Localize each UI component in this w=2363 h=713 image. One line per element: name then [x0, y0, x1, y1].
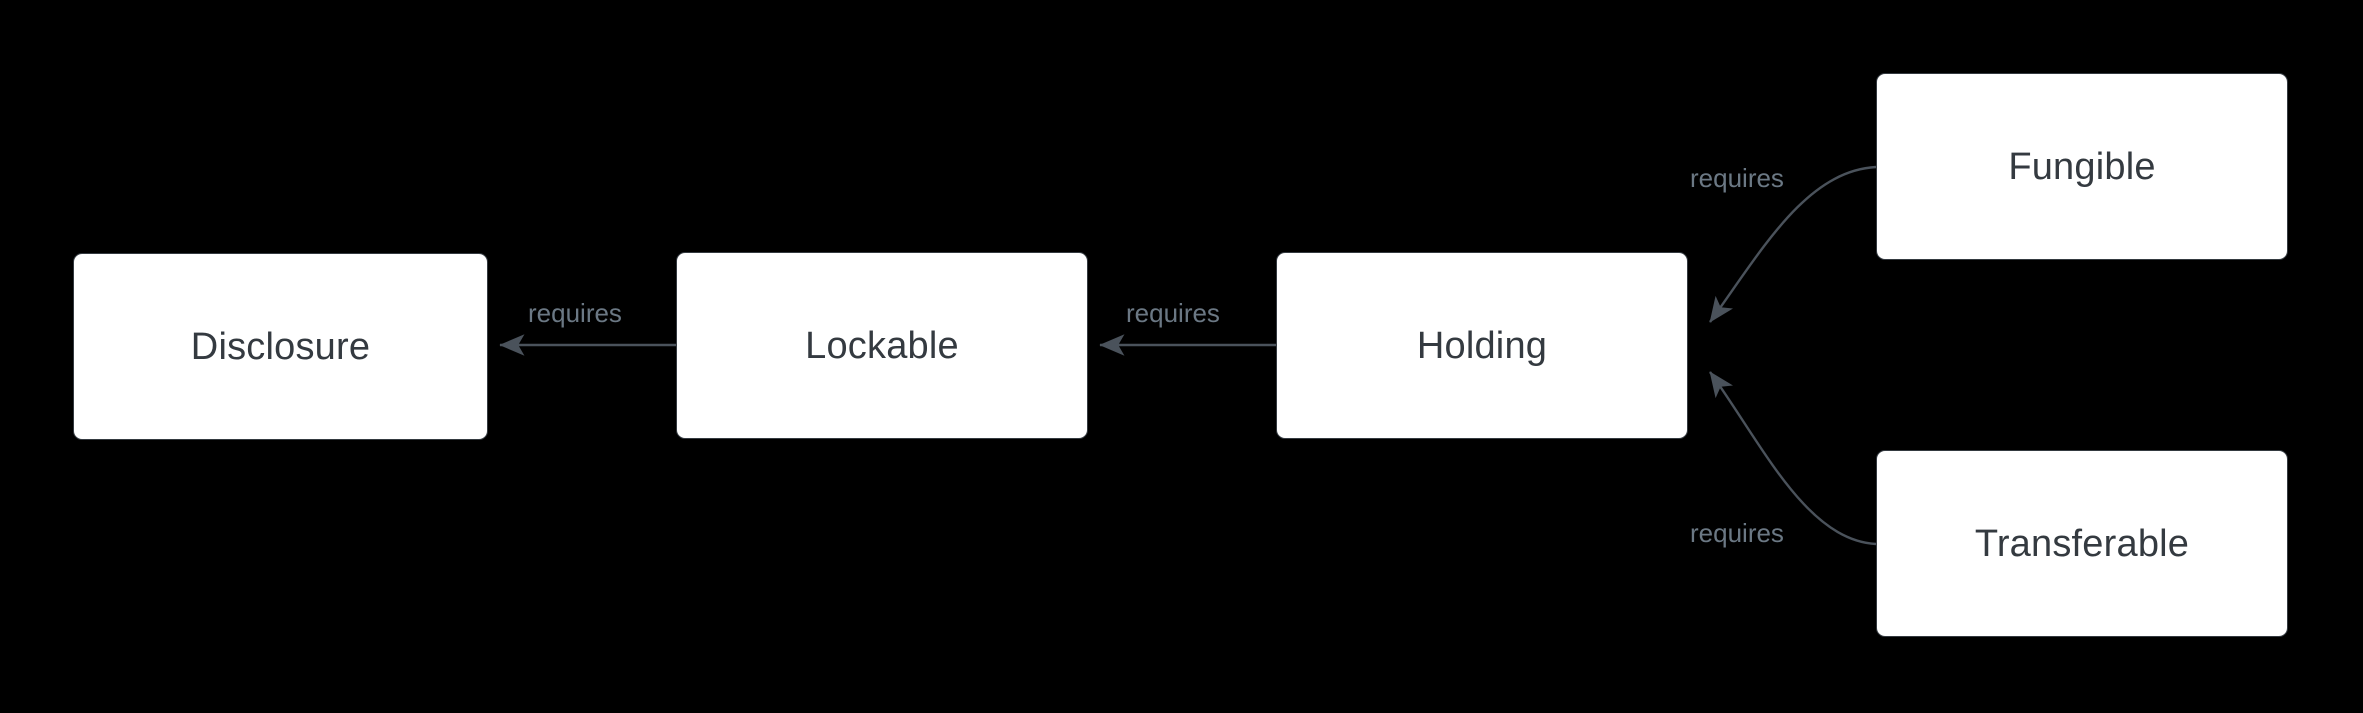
node-label-holding: Holding	[1416, 324, 1548, 367]
edge-label-lockable-requires-disclosure: requires	[528, 298, 622, 328]
node-label-fungible: Fungible	[2008, 145, 2156, 188]
node-label-disclosure: Disclosure	[190, 325, 371, 368]
edge-label-transferable-requires-holding: requires	[1690, 518, 1784, 548]
node-lockable[interactable]: Lockable	[676, 252, 1088, 439]
edge-label-fungible-requires-holding: requires	[1690, 163, 1784, 193]
node-holding[interactable]: Holding	[1276, 252, 1688, 439]
node-label-lockable: Lockable	[805, 324, 959, 367]
edge-label-holding-requires-lockable: requires	[1126, 298, 1220, 328]
node-fungible[interactable]: Fungible	[1876, 73, 2288, 260]
node-label-transferable: Transferable	[1974, 522, 2190, 565]
node-transferable[interactable]: Transferable	[1876, 450, 2288, 637]
node-disclosure[interactable]: Disclosure	[73, 253, 488, 440]
